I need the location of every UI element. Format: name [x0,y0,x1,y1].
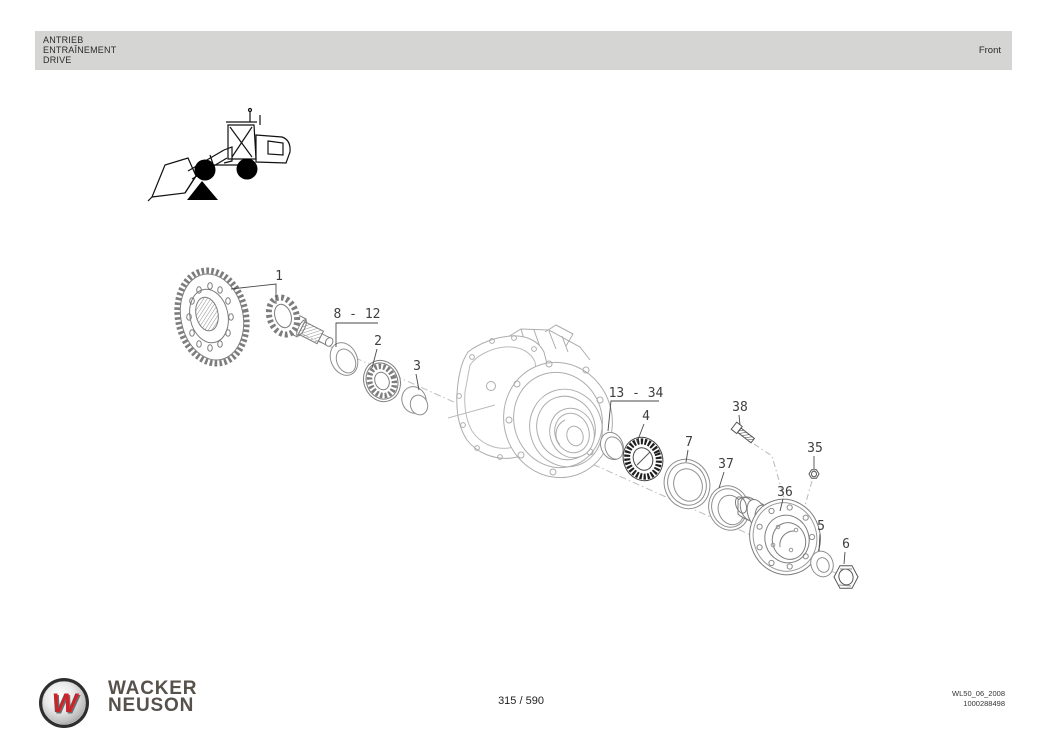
brand-line1: WACKER [108,678,198,699]
brand-line2: NEUSON [108,695,195,716]
callout-8-12-label: 8 - 12 [334,307,381,322]
callout-13-34-label: 13 - 34 [609,386,664,401]
part-36-drive-flange [734,496,821,576]
callout-38-label: 38 [732,400,748,415]
callout-6: 6 [842,537,850,565]
callout-37: 37 [718,457,734,489]
part-1-crown-wheel [174,267,250,367]
callout-5: 5 [817,519,825,552]
part-13-34-shim-ring [600,431,624,461]
wacker-neuson-logo: W W [39,678,89,728]
callout-4-label: 4 [642,409,650,424]
part-6-nut [833,565,859,589]
part-5-washer [810,550,834,578]
part-1-pinion-shaft [265,294,334,347]
location-triangle-icon [187,181,218,200]
callout-5-label: 5 [817,519,825,534]
title-en: DRIVE [43,55,72,65]
callout-36-label: 36 [777,485,793,500]
part-4-taper-bearing [622,436,664,482]
callout-37-label: 37 [718,457,734,472]
part-7-bearing-ring [663,458,711,510]
callout-7: 7 [685,435,693,463]
wheel-loader-icon [147,107,291,202]
logo-letter-shadow: W [53,690,81,720]
callout-6-label: 6 [842,537,850,552]
callout-8-12: 8 - 12 [334,307,381,347]
page-title: ANTRIEB ENTRAÎNEMENT DRIVE [43,35,116,65]
callout-2-label: 2 [374,334,382,349]
callout-4: 4 [636,409,650,443]
doc-info: WL50_06_2008 1000288498 [952,689,1005,709]
doc-code: WL50_06_2008 [952,689,1005,698]
callout-35: 35 [807,441,823,469]
brand-wordmark: WACKER NEUSON [108,678,198,716]
callout-3-label: 3 [413,359,421,374]
view-label: Front [978,45,1001,56]
callout-1-label: 1 [275,269,283,284]
callout-36: 36 [777,485,793,512]
header-bar: ANTRIEB ENTRAÎNEMENT DRIVE Front [35,31,1012,70]
title-de: ANTRIEB [43,35,84,45]
callouts: 1 8 - 12 2 3 13 - 34 4 [230,269,850,565]
logo-letter: W [52,688,80,718]
front-wheel [194,159,216,181]
part-2-bearing [363,359,401,403]
callout-3: 3 [413,359,421,391]
part-housing [447,324,613,479]
callout-13-34: 13 - 34 [607,386,664,432]
page-indicator: 315 / 590 [498,695,544,707]
callout-7-label: 7 [685,435,693,450]
callout-35-label: 35 [807,441,823,456]
doc-number: 1000288498 [963,699,1005,708]
part-8-12-shim-ring [329,342,359,376]
title-fr: ENTRAÎNEMENT [43,45,117,55]
callout-1: 1 [230,269,283,304]
part-3-bushing [401,386,429,416]
callout-2: 2 [371,334,382,369]
callout-38: 38 [732,400,748,426]
rear-wheel [236,158,258,180]
